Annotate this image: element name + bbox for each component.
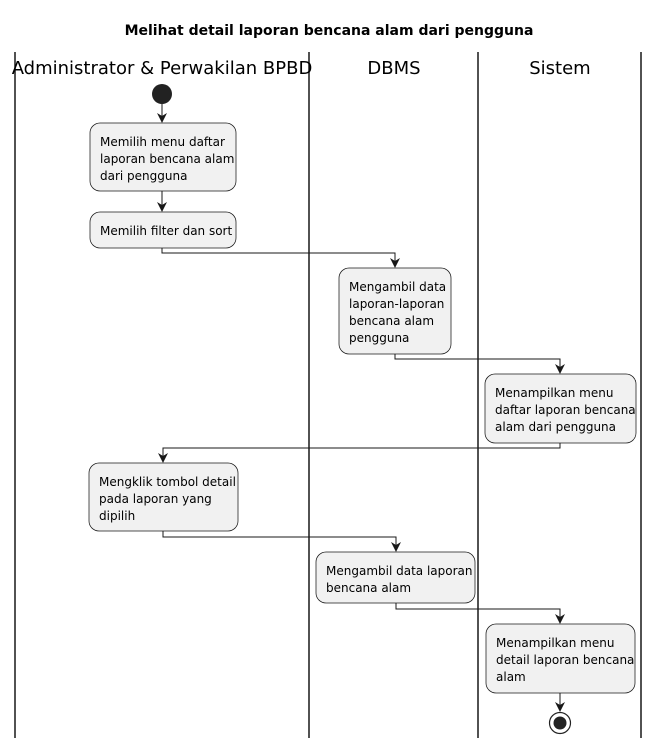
activity-label-line: Memilih filter dan sort [100, 224, 232, 238]
flow-arrow-a6-to-a7 [395, 603, 565, 624]
activity-label-line: alam dari pengguna [495, 420, 616, 434]
activity-label-line: Menampilkan menu [495, 386, 613, 400]
swimlane-separators [14, 52, 642, 738]
activity-label-line: Menampilkan menu [496, 636, 614, 650]
activity-label-line: bencana alam [326, 581, 411, 595]
flow-arrow-a4-to-a5 [158, 443, 561, 463]
flow-arrow-a3-to-a4 [394, 354, 565, 374]
activity-label-line: Mengambil data laporan [326, 564, 472, 578]
activity-menampilkan-menu-daftar: Menampilkan menu daftar laporan bencana … [484, 373, 637, 444]
activity-label-line: Mengklik tombol detail [99, 475, 236, 489]
lane-header-administrator: Administrator & Perwakilan BPBD [12, 58, 313, 79]
activity-label-line: laporan bencana alam [100, 152, 234, 166]
start-node [152, 84, 172, 104]
activity-menampilkan-menu-detail: Menampilkan menu detail laporan bencana … [485, 623, 636, 694]
activity-label-line: detail laporan bencana [496, 653, 634, 667]
activity-label-line: bencana alam [349, 314, 434, 328]
activity-label-line: dari pengguna [100, 169, 187, 183]
activity-label-line: laporan-laporan [349, 297, 444, 311]
diagram-title: Melihat detail laporan bencana alam dari… [125, 23, 534, 39]
activity-mengambil-data-laporan: Mengambil data laporan bencana alam [315, 551, 476, 604]
flow-arrow-a2-to-a3 [161, 248, 400, 268]
flow-arrow-a5-to-a6 [162, 531, 401, 552]
activity-label-line: dipilih [99, 509, 135, 523]
activity-label-line: daftar laporan bencana [495, 403, 636, 417]
activity-mengklik-tombol-detail: Mengklik tombol detail pada laporan yang… [88, 462, 239, 532]
lane-header-sistem: Sistem [529, 58, 590, 79]
activity-label-line: alam [496, 670, 526, 684]
activity-mengambil-data-laporan-laporan: Mengambil data laporan-laporan bencana a… [338, 267, 452, 355]
activity-label-line: pada laporan yang [99, 492, 212, 506]
activity-label-line: Mengambil data [349, 280, 446, 294]
end-node [548, 711, 572, 735]
activity-label-line: pengguna [349, 331, 409, 345]
activity-memilih-menu-daftar: Memilih menu daftar laporan bencana alam… [89, 122, 237, 192]
lane-header-dbms: DBMS [367, 58, 420, 79]
flow-arrows [157, 104, 565, 712]
activity-memilih-filter-sort: Memilih filter dan sort [89, 211, 237, 249]
activity-label-line: Memilih menu daftar [100, 135, 225, 149]
